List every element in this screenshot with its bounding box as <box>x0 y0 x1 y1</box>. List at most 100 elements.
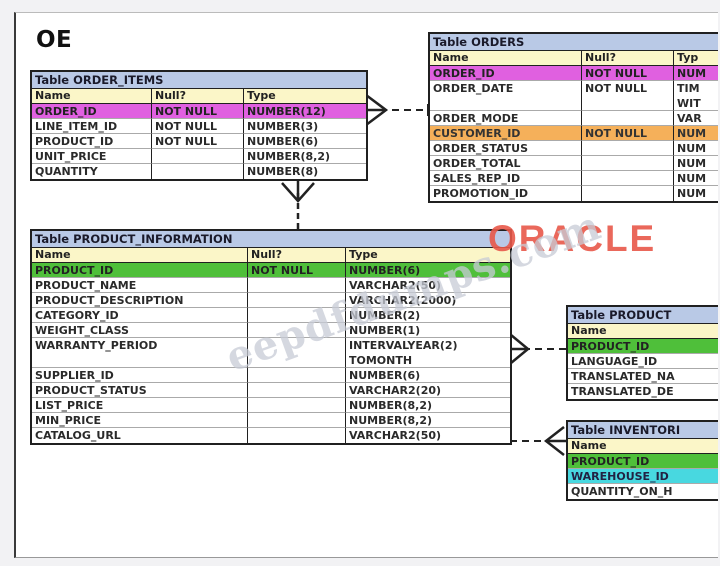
table-row: LIST_PRICE NUMBER(8,2) <box>32 398 510 413</box>
cell-name: ORDER_MODE <box>430 111 582 126</box>
cell-type: TIM WIT <box>674 81 718 111</box>
table-row: WEIGHT_CLASS NUMBER(1) <box>32 323 510 338</box>
cell-name: QUANTITY_ON_H <box>571 485 673 498</box>
cell-name: WARRANTY_PERIOD <box>32 338 248 368</box>
table-row: PROMOTION_ID NUM <box>430 186 718 201</box>
schema-title: OE <box>36 27 73 53</box>
cell-type: VARCHAR2(50) <box>346 278 510 293</box>
cell-type: NUM <box>674 141 718 156</box>
col-name: Name <box>32 248 248 262</box>
cell-name: PRODUCT_ID <box>568 339 718 354</box>
column-header: Name Null? Typ <box>430 51 718 66</box>
table-row: LANGUAGE_ID <box>568 354 718 369</box>
col-name: Name <box>571 324 607 337</box>
cell-null: NOT NULL <box>582 81 674 111</box>
cell-type-line1: INTERVALYEAR(2) <box>349 339 458 352</box>
cell-type: VARCHAR2(20) <box>346 383 510 398</box>
table-row: TRANSLATED_DE <box>568 384 718 399</box>
table-product-information: Table PRODUCT_INFORMATION Name Null? Typ… <box>30 229 512 445</box>
table-title: Table PRODUCT <box>568 307 718 324</box>
col-type: Typ <box>677 51 699 64</box>
table-row: PRODUCT_DESCRIPTION VARCHAR2(2000) <box>32 293 510 308</box>
cell-null <box>248 293 346 308</box>
cell-name: SUPPLIER_ID <box>32 368 248 383</box>
col-name: Name <box>571 439 607 452</box>
table-row: ORDER_STATUS NUM <box>430 141 718 156</box>
table-row: PRODUCT_ID NOT NULL NUMBER(6) <box>32 134 366 149</box>
cell-name: TRANSLATED_DE <box>571 385 674 398</box>
table-row: PRODUCT_ID NOT NULL NUMBER(6) <box>32 263 510 278</box>
cell-name: LINE_ITEM_ID <box>32 119 152 134</box>
cell-null <box>582 171 674 186</box>
cell-type: NUM <box>674 126 718 141</box>
cell-type: NUMBER(6) <box>244 134 366 149</box>
col-name: Name <box>430 51 582 65</box>
cell-null <box>248 368 346 383</box>
table-order-items: Table ORDER_ITEMS Name Null? Type ORDER_… <box>30 70 368 181</box>
table-title: Table PRODUCT_INFORMATION <box>32 231 510 248</box>
cell-type: VAR <box>674 111 718 126</box>
cell-null <box>248 323 346 338</box>
cell-type: NUMBER(8) <box>247 165 319 178</box>
cell-type: VARCHAR2(50) <box>349 429 442 442</box>
cell-name: PRODUCT_DESCRIPTION <box>32 293 248 308</box>
col-null: Null? <box>152 89 244 103</box>
table-row: SALES_REP_ID NUM <box>430 171 718 186</box>
cell-type: NUMBER(6) <box>346 368 510 383</box>
table-row: CATEGORY_ID NUMBER(2) <box>32 308 510 323</box>
cell-type: NUM <box>674 171 718 186</box>
table-row: WARRANTY_PERIOD INTERVALYEAR(2) TOMONTH <box>32 338 510 368</box>
col-type: Type <box>349 248 378 261</box>
cell-type: NUMBER(8,2) <box>346 413 510 428</box>
table-row: TRANSLATED_NA <box>568 369 718 384</box>
cell-type-line2: TOMONTH <box>349 354 413 367</box>
cell-null <box>248 308 346 323</box>
cell-name: MIN_PRICE <box>32 413 248 428</box>
column-header: Name <box>568 324 718 339</box>
table-row: PRODUCT_NAME VARCHAR2(50) <box>32 278 510 293</box>
cell-null <box>582 156 674 171</box>
table-row: ORDER_ID NOT NULL NUM <box>430 66 718 81</box>
cell-name: CATALOG_URL <box>32 428 248 443</box>
cell-null: NOT NULL <box>152 119 244 134</box>
cell-name: QUANTITY <box>32 164 152 179</box>
table-row: LINE_ITEM_ID NOT NULL NUMBER(3) <box>32 119 366 134</box>
table-inventories: Table INVENTORI Name PRODUCT_ID WAREHOUS… <box>566 420 718 501</box>
column-header: Name <box>568 439 718 454</box>
table-title: Table ORDER_ITEMS <box>32 72 366 89</box>
col-null: Null? <box>248 248 346 262</box>
cell-type: NUMBER(6) <box>346 263 510 278</box>
cell-null <box>248 383 346 398</box>
cell-name: PRODUCT_ID <box>568 454 718 469</box>
cell-null: NOT NULL <box>152 104 244 119</box>
cell-type: NUMBER(8,2) <box>346 398 510 413</box>
table-title: Table INVENTORI <box>568 422 718 439</box>
cell-null <box>248 338 346 368</box>
cell-name: LIST_PRICE <box>32 398 248 413</box>
cell-type: VARCHAR2(2000) <box>346 293 510 308</box>
table-row: PRODUCT_ID <box>568 339 718 354</box>
table-row: CATALOG_URL VARCHAR2(50) <box>32 428 510 443</box>
cell-type-line2: WIT <box>677 97 701 110</box>
cell-name: ORDER_DATE <box>430 81 582 111</box>
column-header: Name Null? Type <box>32 89 366 104</box>
table-row: UNIT_PRICE NUMBER(8,2) <box>32 149 366 164</box>
table-row: ORDER_DATE NOT NULL TIM WIT <box>430 81 718 111</box>
cell-name: PRODUCT_STATUS <box>32 383 248 398</box>
cell-null <box>582 141 674 156</box>
cell-null <box>582 111 674 126</box>
cell-name: ORDER_ID <box>430 66 582 81</box>
cell-null: NOT NULL <box>152 134 244 149</box>
cell-name: ORDER_TOTAL <box>430 156 582 171</box>
table-row: MIN_PRICE NUMBER(8,2) <box>32 413 510 428</box>
table-title: Table ORDERS <box>430 34 718 51</box>
table-row: QUANTITY NUMBER(8) <box>32 164 366 179</box>
table-row: WAREHOUSE_ID <box>568 469 718 484</box>
cell-null <box>152 149 244 164</box>
oracle-logo: ORACLE <box>488 218 657 259</box>
cell-null <box>248 398 346 413</box>
table-orders: Table ORDERS Name Null? Typ ORDER_ID NOT… <box>428 32 718 203</box>
table-row: CUSTOMER_ID NOT NULL NUM <box>430 126 718 141</box>
cell-type: NUMBER(3) <box>244 119 366 134</box>
cell-name: PRODUCT_ID <box>32 263 248 278</box>
